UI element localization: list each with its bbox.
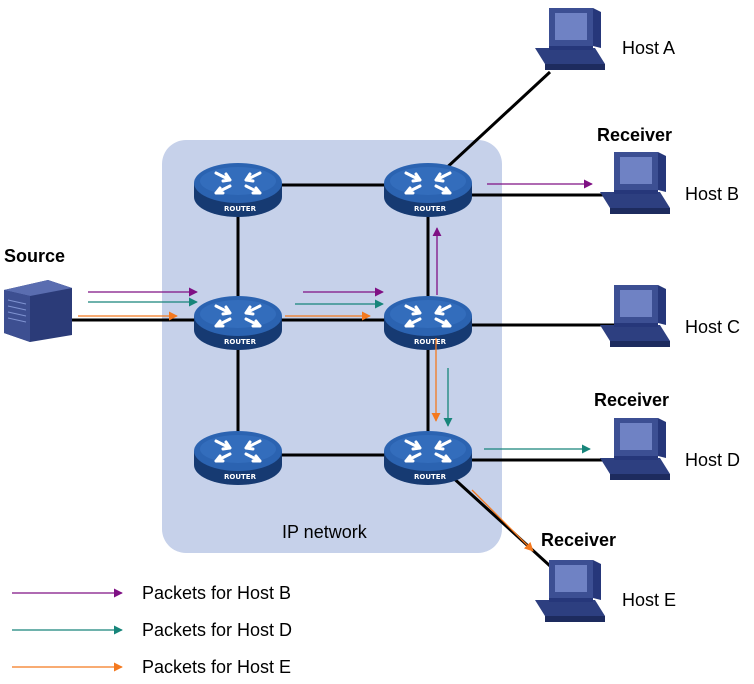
host-a-computer-icon: [535, 8, 605, 70]
source-server-icon: [4, 280, 72, 342]
host-e-label: Host E: [622, 590, 676, 610]
host-b-computer-icon: [600, 152, 670, 214]
router-label: ROUTER: [224, 338, 257, 346]
host-c-computer-icon: [600, 285, 670, 347]
router-label: ROUTER: [224, 473, 257, 481]
router-mid-right: ROUTER: [382, 294, 474, 352]
host-d-label: Host D: [685, 450, 740, 470]
router-label: ROUTER: [224, 205, 257, 213]
router-label: ROUTER: [414, 205, 447, 213]
router-bottom-right: ROUTER: [382, 429, 474, 487]
host-a-label: Host A: [622, 38, 675, 58]
host-d-receiver-label: Receiver: [594, 390, 669, 410]
legend-label-host-d: Packets for Host D: [142, 620, 292, 640]
arrow-host-e-out: [471, 489, 534, 552]
legend-label-host-e: Packets for Host E: [142, 657, 291, 677]
host-b-receiver-label: Receiver: [597, 125, 672, 145]
router-label: ROUTER: [414, 473, 447, 481]
router-top-right: ROUTER: [382, 161, 474, 219]
router-bottom-left: ROUTER: [192, 429, 284, 487]
host-e-receiver-label: Receiver: [541, 530, 616, 550]
router-mid-left: ROUTER: [192, 294, 284, 352]
host-c-label: Host C: [685, 317, 740, 337]
source-label: Source: [4, 246, 65, 266]
host-d-computer-icon: [600, 418, 670, 480]
ip-network-label: IP network: [282, 522, 368, 542]
host-e-computer-icon: [535, 560, 605, 622]
legend-label-host-b: Packets for Host B: [142, 583, 291, 603]
host-b-label: Host B: [685, 184, 739, 204]
legend: Packets for Host B Packets for Host D Pa…: [12, 583, 292, 677]
packet-arrows: [78, 179, 593, 552]
router-label: ROUTER: [414, 338, 447, 346]
router-top-left: ROUTER: [192, 161, 284, 219]
